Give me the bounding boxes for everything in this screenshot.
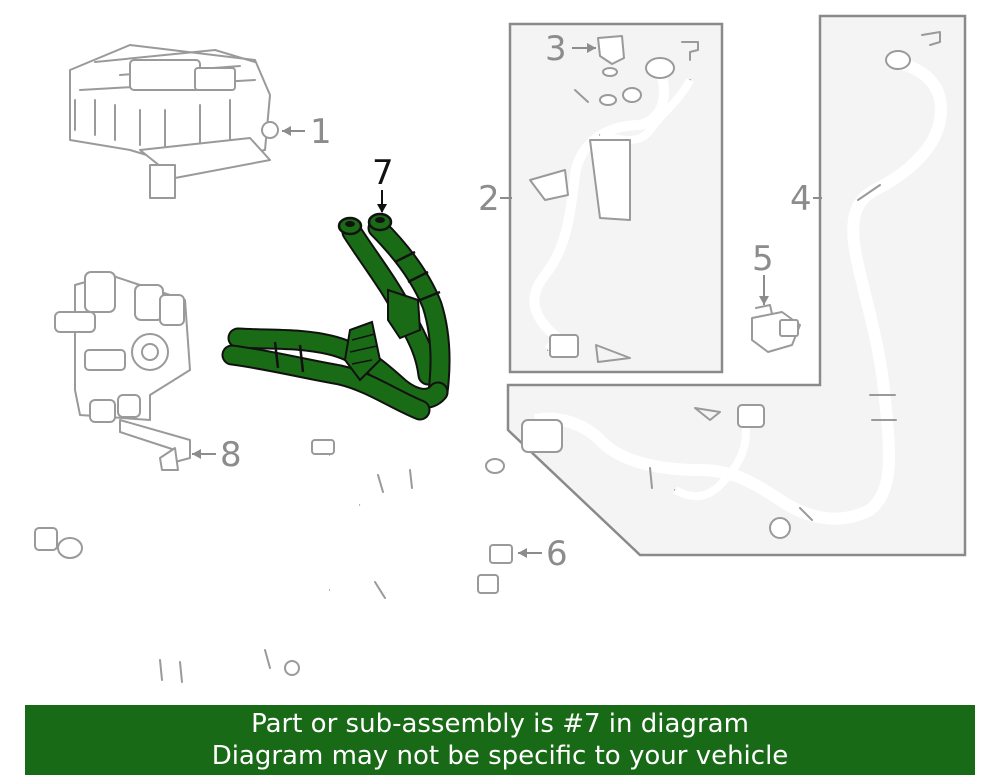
inset-box-part-4 [506, 14, 967, 557]
callout-4: 4 [790, 179, 822, 219]
callout-3: 3 [545, 29, 596, 69]
callout-2: 2 [478, 179, 512, 219]
part-2-hose[interactable] [529, 41, 699, 363]
part-6-harness[interactable] [34, 439, 513, 690]
parts-diagram: 1 2 3 4 5 6 7 8 [34, 14, 967, 690]
part-1-control-module[interactable] [69, 44, 279, 199]
banner-line-2: Diagram may not be specific to your vehi… [211, 741, 789, 771]
part-4-hose[interactable] [521, 31, 947, 539]
callout-label-2: 2 [478, 179, 500, 219]
callout-label-7: 7 [372, 153, 394, 193]
part-8-coolant-valve[interactable] [54, 271, 191, 471]
callout-1: 1 [282, 112, 332, 152]
part-3-clip[interactable] [597, 35, 625, 77]
part-7-hose-assembly[interactable] [221, 212, 451, 421]
callout-6: 6 [518, 534, 568, 574]
callout-label-1: 1 [310, 112, 332, 152]
callout-label-3: 3 [545, 29, 567, 69]
part-5-sensor[interactable] [751, 304, 801, 353]
info-banner: Part or sub-assembly is #7 in diagram Di… [25, 705, 975, 775]
callout-label-6: 6 [546, 534, 568, 574]
callout-label-8: 8 [220, 435, 242, 475]
callout-7: 7 [372, 153, 394, 213]
banner-line-1: Part or sub-assembly is #7 in diagram [251, 709, 749, 739]
callout-label-4: 4 [790, 179, 812, 219]
callout-label-5: 5 [752, 239, 774, 279]
callout-5: 5 [752, 239, 774, 305]
callout-8: 8 [192, 435, 242, 475]
